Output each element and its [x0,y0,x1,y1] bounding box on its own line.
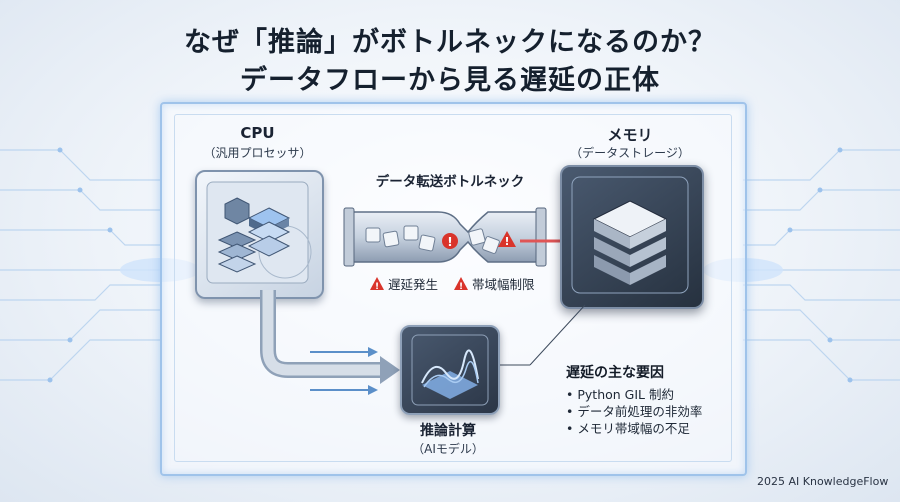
cause-item: • データ前処理の非効率 [566,404,703,419]
cause-item: • Python GIL 制約 [566,387,674,402]
ai-chip [400,325,500,415]
warning-triangle-icon: ! [454,277,469,290]
wave-chart-icon [411,334,489,406]
causes-panel: 遅延の主な要因 • Python GIL 制約 • データ前処理の非効率 • メ… [566,362,702,437]
memory-stack-icon [571,176,689,294]
bottleneck-label: データ転送ボトルネック [375,174,525,190]
ai-label: 推論計算 [420,423,476,439]
svg-text:!: ! [459,282,463,290]
memory-chip [560,165,704,309]
warning-list: ! 遅延発生 ! 帯域幅制限 [370,274,535,293]
bottleneck-pipe [343,207,547,267]
warning-latency: ! 遅延発生 [370,274,438,293]
cause-text: Python GIL 制約 [577,387,674,402]
cpu-chip-icon [206,181,312,284]
cause-item: • メモリ帯域幅の不足 [566,421,690,436]
memory-sublabel: （データストレージ） [570,146,690,160]
warning-triangle-icon: ! [498,231,516,248]
memory-connector [498,304,586,366]
memory-label: メモリ [607,126,653,144]
footer-credit: 2025 AI KnowledgeFlow [757,475,889,488]
svg-text:!: ! [447,235,452,249]
cause-text: メモリ帯域幅の不足 [577,421,690,436]
warning-icon: ! [442,233,458,249]
cause-text: データ前処理の非効率 [577,404,703,419]
cpu-to-ai-pipe [260,290,400,395]
warning-triangle-icon: ! [370,277,384,290]
cpu-chip [195,170,324,299]
ai-sublabel: （AIモデル） [412,442,484,456]
title-line-1: なぜ「推論」がボトルネックになるのか？ [184,27,716,58]
cpu-label: CPU [240,124,275,142]
svg-text:!: ! [375,282,379,290]
warning-text: 遅延発生 [388,277,439,292]
warning-bandwidth: ! 帯域幅制限 [454,274,535,293]
diagram-inner-frame [174,114,732,462]
cpu-sublabel: （汎用プロセッサ） [203,146,312,160]
causes-heading: 遅延の主な要因 [566,365,664,381]
svg-text:!: ! [504,235,509,248]
warning-text: 帯域幅制限 [472,277,535,292]
title-line-2: データフローから見る遅延の正体 [240,65,660,96]
